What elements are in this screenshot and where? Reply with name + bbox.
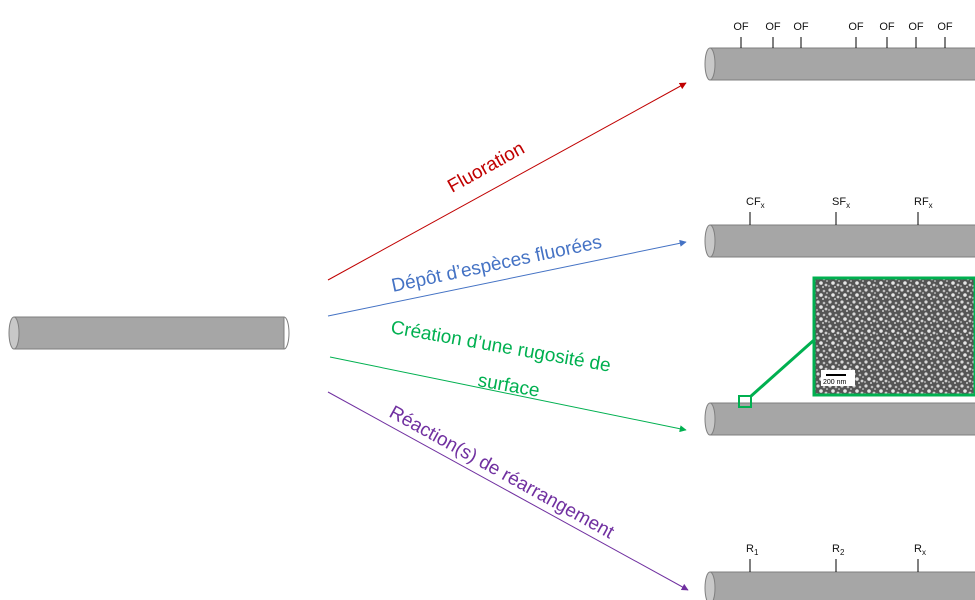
functional-group: Rx: [914, 543, 926, 572]
group-label: OF: [879, 21, 895, 33]
route-label-rugosite: Création d’une rugosité de: [389, 317, 612, 376]
rearranged-fiber: R1 R2 Rx: [704, 543, 975, 600]
of-group: OF: [908, 21, 924, 48]
zoom-connector-line: [749, 338, 815, 399]
zoom-region-marker: [738, 395, 752, 408]
route-label-rugosite-surface: surface: [476, 370, 541, 402]
group-label: OF: [793, 21, 809, 33]
of-group: OF: [733, 21, 749, 48]
group-label: OF: [848, 21, 864, 33]
of-group: OF: [848, 21, 864, 48]
group-label: R1: [746, 543, 759, 557]
initial-fiber: [8, 316, 290, 350]
group-label: CFx: [746, 196, 765, 210]
rugosite-arrow: [329, 356, 687, 433]
group-label: OF: [733, 21, 749, 33]
depot-arrow: [327, 239, 687, 317]
group-label: OF: [765, 21, 781, 33]
group-label: RFx: [914, 196, 933, 210]
functional-group: CFx: [746, 196, 765, 225]
scale-bar-label: 200 nm: [823, 379, 847, 386]
route-label-rearrangement: Réaction(s) de réarrangement: [386, 402, 618, 544]
fluorinated-fiber: OF OF OF OF OF OF OF: [704, 21, 975, 81]
route-label-depot: Dépôt d’espèces fluorées: [390, 232, 604, 297]
of-group: OF: [793, 21, 809, 48]
functional-group: SFx: [832, 196, 850, 225]
group-label: R2: [832, 543, 845, 557]
functional-group: R1: [746, 543, 759, 572]
group-label: OF: [937, 21, 953, 33]
of-group: OF: [765, 21, 781, 48]
of-group: OF: [879, 21, 895, 48]
fluoration-arrow: [327, 82, 687, 281]
roughened-fiber: 200 nm: [704, 276, 975, 436]
functional-group: R2: [832, 543, 845, 572]
group-label: Rx: [914, 543, 926, 557]
sem-inset: 200 nm: [812, 276, 975, 397]
deposited-fiber: CFx SFx RFx: [704, 196, 975, 258]
rearrangement-arrow: [327, 391, 689, 591]
functional-group: RFx: [914, 196, 933, 225]
group-label: SFx: [832, 196, 850, 210]
group-label: OF: [908, 21, 924, 33]
of-group: OF: [937, 21, 953, 48]
route-label-fluoration: Fluoration: [444, 138, 528, 197]
